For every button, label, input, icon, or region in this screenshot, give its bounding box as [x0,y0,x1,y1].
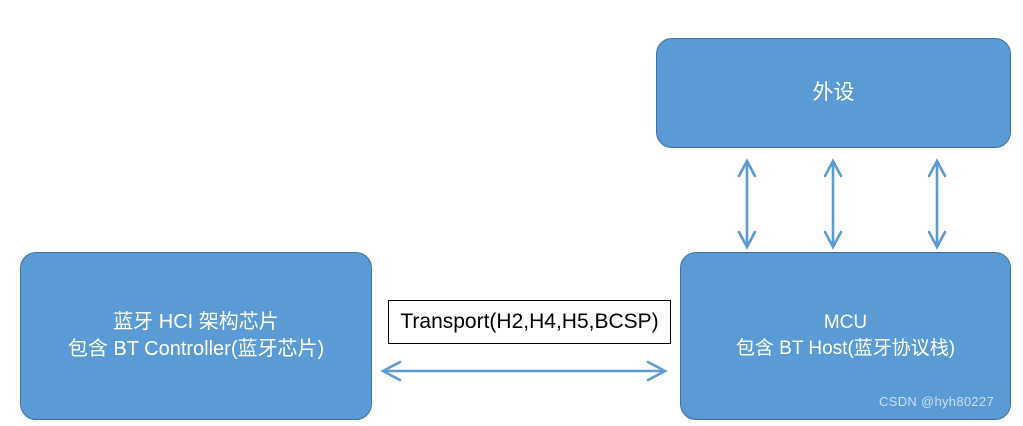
connector-btchip-mcu [380,360,668,382]
node-bt-chip-line-1: 蓝牙 HCI 架构芯片 [113,311,279,333]
connector-peripheral-mcu-center [823,158,843,250]
edge-label-transport-text: Transport(H2,H4,H5,BCSP) [400,310,659,333]
watermark: CSDN @hyh80227 [879,394,994,410]
edge-label-transport: Transport(H2,H4,H5,BCSP) [388,300,671,344]
node-mcu-line-1: MCU [823,312,868,334]
node-mcu-line-2: 包含 BT Host(蓝牙协议栈) [735,338,956,359]
node-peripheral[interactable]: 外设 [656,38,1011,148]
node-bt-chip-line-2: 包含 BT Controller(蓝牙芯片) [67,338,325,360]
connector-peripheral-mcu-left [737,158,757,250]
node-mcu[interactable]: MCU 包含 BT Host(蓝牙协议栈) CSDN @hyh80227 [680,252,1011,420]
node-peripheral-line-1: 外设 [812,80,855,104]
connector-peripheral-mcu-right [927,158,947,250]
node-bt-chip[interactable]: 蓝牙 HCI 架构芯片 包含 BT Controller(蓝牙芯片) [20,252,372,420]
